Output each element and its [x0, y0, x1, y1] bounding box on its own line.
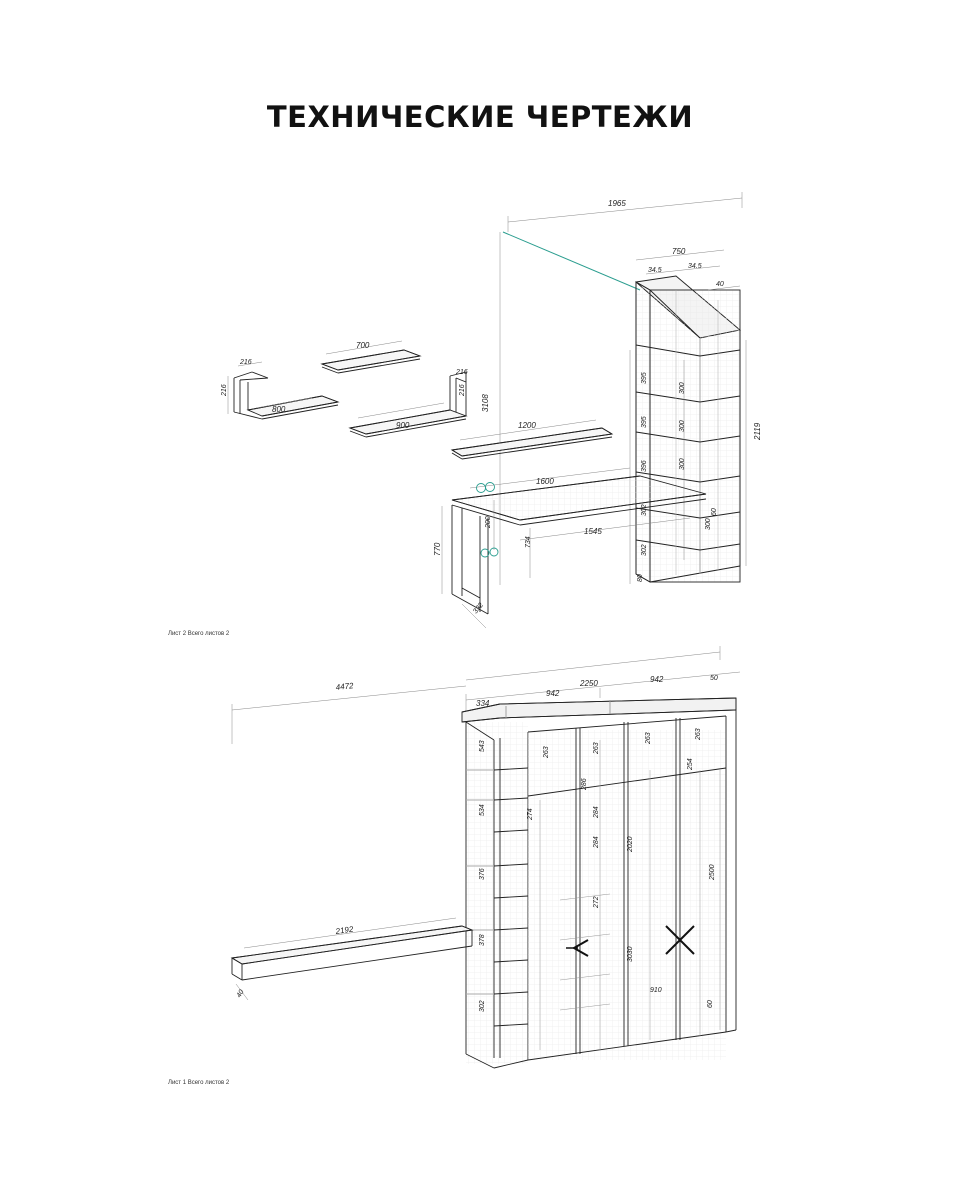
- dim-label: 300: [679, 458, 686, 470]
- dim-label: 2192: [334, 925, 354, 937]
- shelf-700: [320, 349, 422, 374]
- dim-label: 34.5: [648, 267, 662, 274]
- dim-label: 286: [581, 778, 588, 791]
- shelf-2192: [230, 925, 474, 981]
- dim-label: 770: [433, 542, 442, 556]
- dim-label: 1965: [608, 199, 626, 208]
- dim-label: 300: [705, 518, 712, 530]
- dim-label: 4472: [335, 681, 354, 692]
- dim-label: 272: [593, 896, 600, 909]
- dim-label: 1200: [518, 421, 536, 430]
- dim-label: 900: [396, 421, 410, 430]
- dim-label: 396: [641, 460, 648, 472]
- dim-label: 700: [356, 341, 370, 350]
- dim-label: 263: [593, 742, 600, 755]
- dim-label: 274: [527, 808, 534, 821]
- dim-label: 734: [525, 536, 532, 548]
- dim-label: 2020: [627, 836, 634, 853]
- sheet-label: Лист 2 Всего листов 2: [168, 631, 230, 637]
- dim-label: 284: [593, 806, 600, 819]
- dim-label: 3030: [627, 946, 634, 962]
- dim-line-overall-top: [499, 192, 743, 585]
- dim-label: 284: [593, 836, 600, 849]
- dim-label: 543: [479, 740, 486, 752]
- dim-label: 216: [455, 369, 468, 376]
- dim-label: 3108: [481, 394, 490, 412]
- page-title: ТЕХНИЧЕСКИЕ ЧЕРТЕЖИ: [266, 100, 694, 134]
- dim-label: 1600: [536, 477, 554, 486]
- dim-label: 332: [472, 602, 485, 616]
- dim-label: 376: [479, 868, 486, 880]
- dim-label: 40: [716, 281, 724, 288]
- dim-label: 800: [272, 405, 286, 414]
- dim-label: 80: [637, 574, 644, 582]
- sheet-2-drawing: [227, 192, 747, 629]
- dim-label: 2119: [753, 422, 762, 441]
- dim-label: 263: [695, 728, 702, 741]
- shelf-1200: [450, 427, 614, 460]
- dim-label: 942: [650, 675, 664, 684]
- dim-label: 302: [641, 504, 648, 516]
- dim-label: 395: [641, 372, 648, 384]
- connector-circle: [480, 548, 490, 558]
- connector-circle: [485, 482, 495, 492]
- dim-label: 40: [236, 989, 246, 999]
- dim-label: 302: [479, 1000, 486, 1012]
- dim-label: 60: [711, 508, 718, 516]
- dim-label: 216: [459, 384, 466, 397]
- dim-label: 34.5: [688, 263, 702, 270]
- shelf-800: [233, 371, 340, 420]
- dim-label: 395: [641, 416, 648, 428]
- dim-label: 216: [221, 384, 228, 397]
- dim-label: 216: [239, 359, 252, 366]
- dim-label: 300: [679, 382, 686, 394]
- dim-label: 942: [546, 689, 560, 698]
- connector-circle: [489, 547, 499, 557]
- dim-label: 334: [476, 699, 490, 708]
- dim-label: 910: [650, 987, 662, 994]
- dim-label: 302: [641, 544, 648, 556]
- shelf-900: [348, 371, 468, 438]
- dim-label: 1545: [584, 527, 602, 536]
- tall-cabinet: [634, 275, 742, 583]
- dim-label: 263: [543, 746, 550, 759]
- guide-line-green: [502, 231, 641, 291]
- dim-label: 750: [672, 247, 686, 256]
- dim-label: 60: [707, 1000, 714, 1008]
- dim-label: 300: [679, 420, 686, 432]
- dim-label: 263: [645, 732, 652, 745]
- connector-circle: [476, 483, 486, 493]
- dim-label: 254: [687, 758, 694, 771]
- dim-label: 200: [485, 516, 492, 529]
- desk: [451, 475, 707, 615]
- dim-label: 50: [710, 675, 718, 682]
- sheet-1-drawing: [230, 646, 741, 1069]
- dim-label: 2500: [709, 864, 716, 881]
- sheet-label: Лист 1 Всего листов 2: [168, 1080, 230, 1086]
- dim-label: 378: [479, 934, 486, 946]
- sheet-1-dimension-labels: 4472 2250 942 942 334 50 263 263 263 263…: [236, 675, 718, 1012]
- dim-label: 2250: [579, 679, 598, 688]
- wardrobe: [461, 697, 737, 1069]
- dim-label: 534: [479, 804, 486, 816]
